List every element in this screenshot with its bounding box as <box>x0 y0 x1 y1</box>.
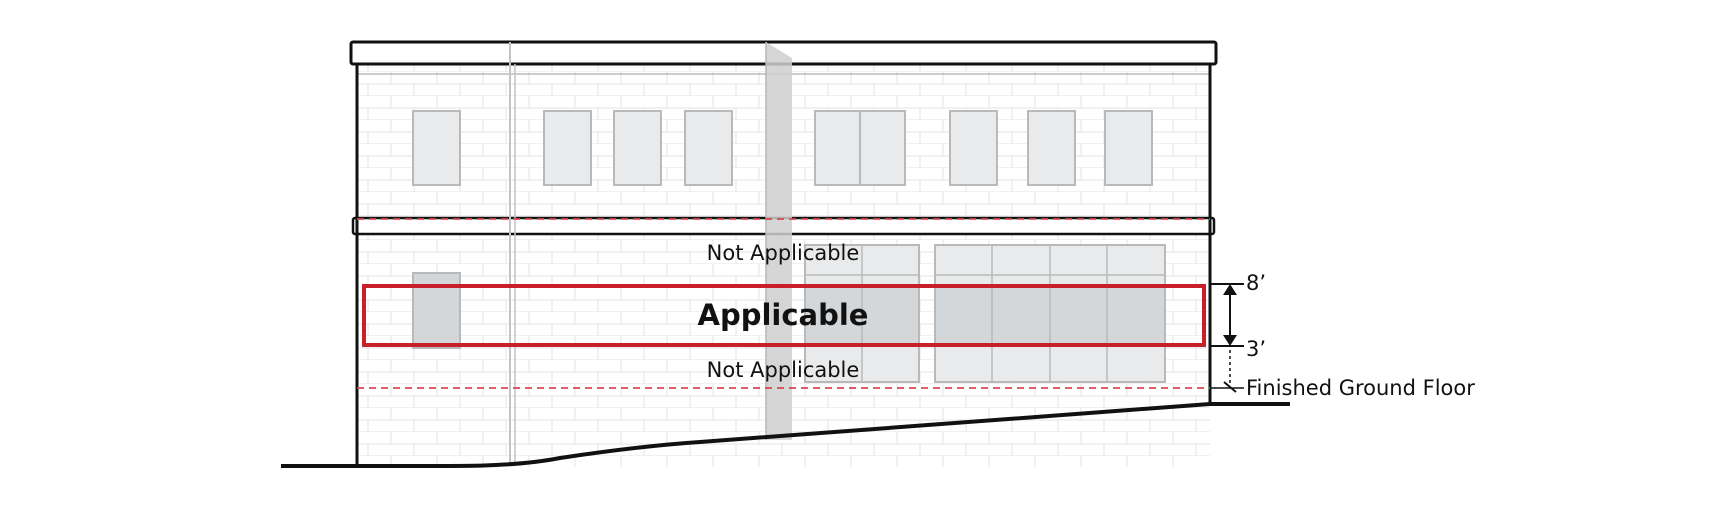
arrow-down-icon <box>1223 335 1237 346</box>
window <box>543 110 592 186</box>
arrow-up-icon <box>1223 284 1237 295</box>
window <box>1104 110 1153 186</box>
applicable-zone-box <box>362 284 1206 347</box>
window <box>949 110 998 186</box>
ground-windows <box>412 244 1166 383</box>
dimension-top-label: 8’ <box>1246 271 1266 295</box>
window <box>613 110 662 186</box>
dimension-markers <box>1210 283 1244 393</box>
window <box>412 110 461 186</box>
ground-line <box>281 402 1290 468</box>
upper-windows <box>412 110 1153 186</box>
dimension-bottom-label: 3’ <box>1246 337 1266 361</box>
upper-zone-label: Not Applicable <box>707 241 860 265</box>
shadow-column <box>766 42 792 440</box>
window <box>1027 110 1076 186</box>
applicable-zone-label: Applicable <box>698 298 869 332</box>
lower-zone-label: Not Applicable <box>707 358 860 382</box>
window <box>684 110 733 186</box>
ground-floor-label: Finished Ground Floor <box>1246 376 1475 400</box>
